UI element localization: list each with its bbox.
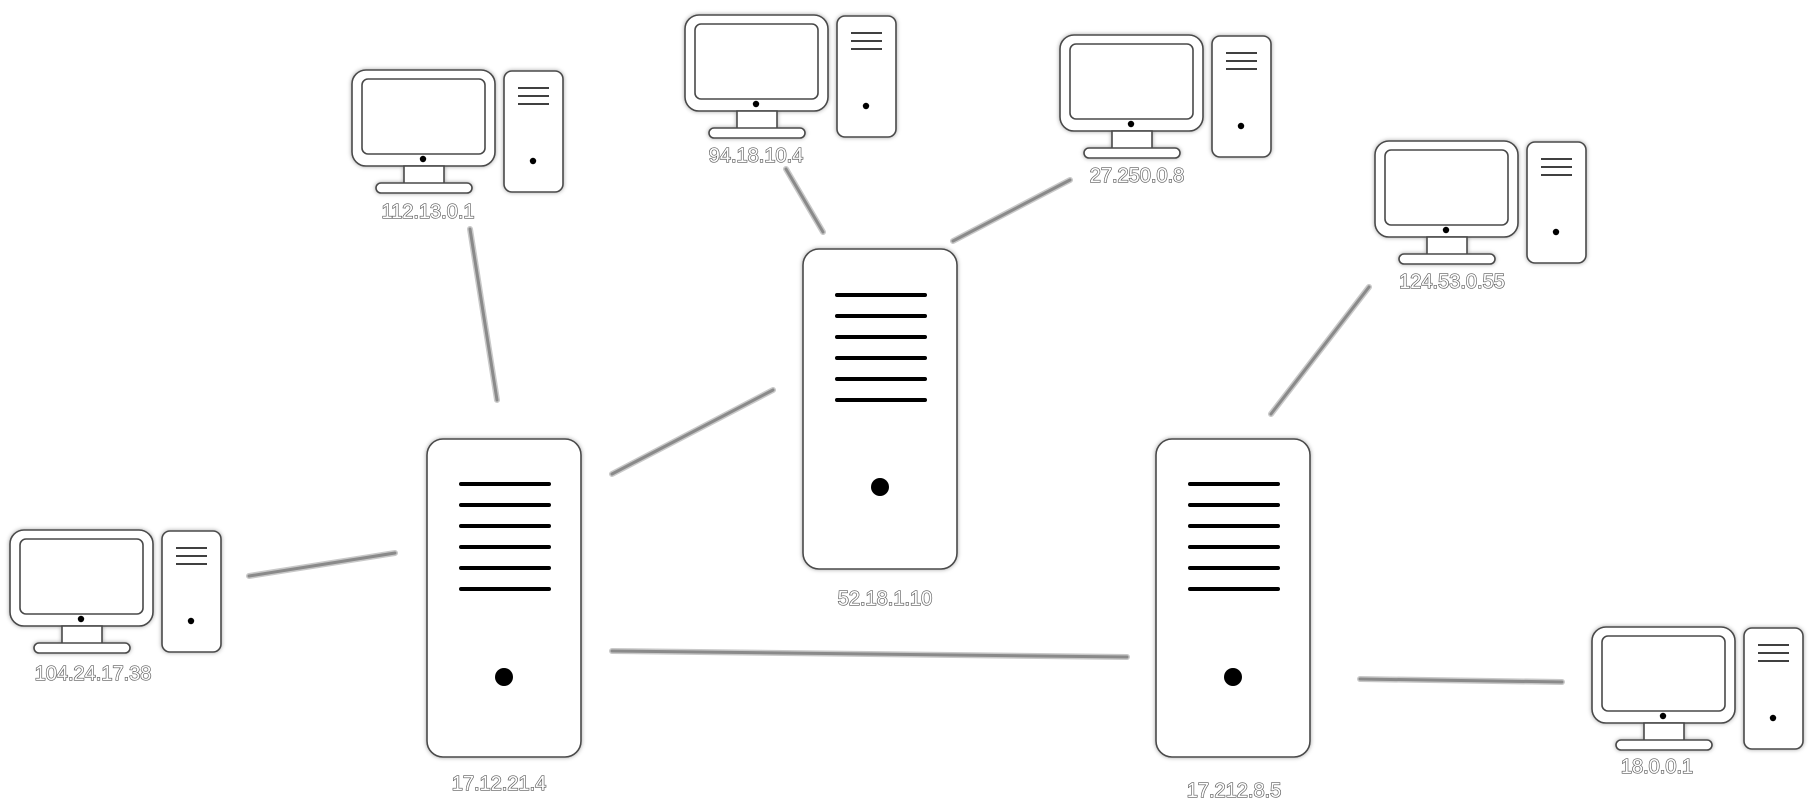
link-w1-s1 [467, 226, 500, 403]
tower-power-dot [529, 157, 537, 165]
monitor-power-dot [77, 615, 85, 623]
server-icon [802, 248, 958, 570]
server-power-dot [495, 668, 513, 686]
server-vent-lines [459, 482, 551, 591]
tower-power-dot [1769, 714, 1777, 722]
workstation-icon [1591, 626, 1804, 751]
workstation-18-0-0-1[interactable]: 18.0.0.1 [1591, 626, 1804, 779]
server-17-12-21-4[interactable]: 17.12.21.4 [426, 438, 582, 796]
server-label: 17.12.21.4 [452, 773, 547, 795]
link-w4-s3 [1268, 284, 1372, 417]
server-power-dot [1224, 668, 1242, 686]
monitor-power-dot [419, 155, 427, 163]
server-17-212-8-5[interactable]: 17.212.8.5 [1155, 438, 1311, 798]
server-vent-lines [835, 293, 927, 402]
links [246, 166, 1565, 685]
workstation-104-24-17-38[interactable]: 104.24.17.38 [9, 529, 222, 686]
workstation-icon [1374, 140, 1587, 265]
server-label: 17.212.8.5 [1187, 780, 1282, 798]
tower-power-dot [1237, 122, 1245, 130]
tower-power-dot [862, 102, 870, 110]
workstation-label: 112.13.0.1 [381, 201, 474, 223]
workstation-label: 18.0.0.1 [1621, 756, 1693, 778]
workstation-icon [1059, 34, 1272, 159]
workstation-124-53-0-55[interactable]: 124.53.0.55 [1374, 140, 1587, 294]
link-w3-s2 [950, 177, 1073, 244]
server-icon [1155, 438, 1311, 758]
workstation-label: 124.53.0.55 [1399, 271, 1505, 293]
monitor-power-dot [1127, 120, 1135, 128]
monitor-power-dot [1659, 712, 1667, 720]
server-power-dot [871, 478, 889, 496]
tower-vent-lines [1226, 52, 1257, 70]
tower-vent-lines [176, 547, 207, 565]
tower-vent-lines [518, 87, 549, 105]
tower-power-dot [187, 617, 195, 625]
tower-vent-lines [851, 32, 882, 50]
server-label: 52.18.1.10 [838, 588, 933, 610]
workstation-icon [684, 14, 897, 139]
tower-power-dot [1552, 228, 1560, 236]
link-s1-s2 [609, 387, 776, 477]
workstation-94-18-10-4[interactable]: 94.18.10.4 [684, 14, 897, 168]
link-s3-w6 [1357, 676, 1565, 685]
workstation-label: 104.24.17.38 [35, 663, 152, 685]
workstation-label: 27.250.0.8 [1090, 165, 1185, 187]
monitor-power-dot [752, 100, 760, 108]
link-w2-s2 [783, 166, 826, 235]
tower-vent-lines [1758, 644, 1789, 662]
workstation-27-250-0-8[interactable]: 27.250.0.8 [1059, 34, 1272, 188]
link-s1-s3 [609, 648, 1130, 660]
link-w5-s1 [246, 550, 398, 579]
monitor-power-dot [1442, 226, 1450, 234]
workstation-icon [9, 529, 222, 654]
workstation-icon [351, 69, 564, 194]
workstation-label: 94.18.10.4 [709, 145, 804, 167]
server-52-18-1-10[interactable]: 52.18.1.10 [802, 248, 958, 611]
tower-vent-lines [1541, 158, 1572, 176]
workstation-112-13-0-1[interactable]: 112.13.0.1 [351, 69, 564, 224]
server-vent-lines [1188, 482, 1280, 591]
server-icon [426, 438, 582, 758]
